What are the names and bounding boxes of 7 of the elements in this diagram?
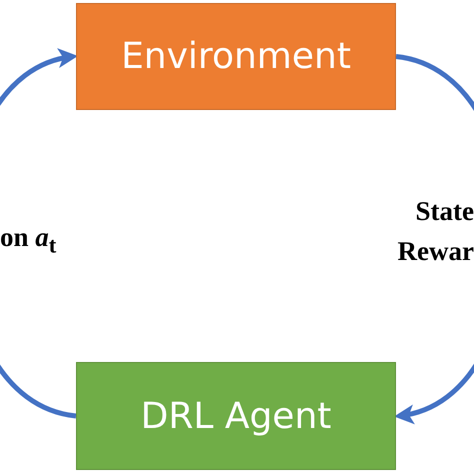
arrow-label: Rewar [398, 236, 474, 267]
curved-arrow [394, 54, 474, 422]
arrow-label: State [416, 196, 474, 227]
arrow-label: on a$_{t}$ [0, 222, 56, 258]
process-box: Environment [76, 3, 396, 110]
curved-arrow [0, 51, 78, 418]
process-box: DRL Agent [76, 362, 396, 470]
